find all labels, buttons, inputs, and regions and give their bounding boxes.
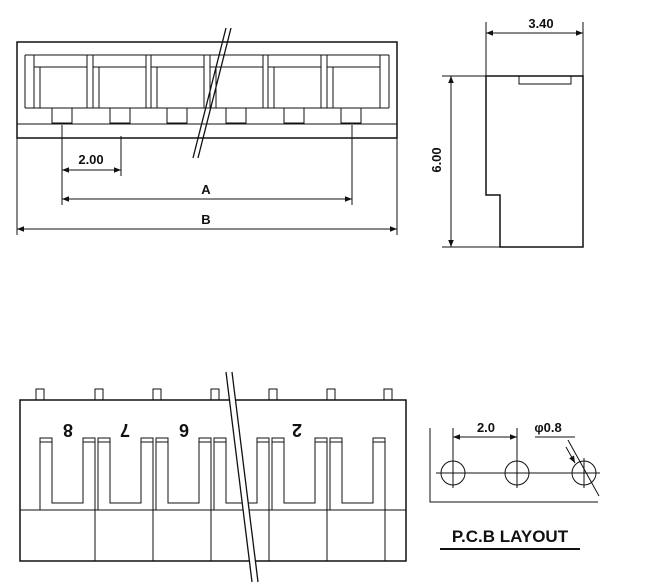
pin-number-2: 2 [292, 420, 302, 440]
dim-pitch: 2.00 [61, 125, 122, 205]
pcb-pitch-dim: 2.0 [452, 420, 518, 458]
dim-pitch-label: 2.00 [78, 152, 103, 167]
side-view: 3.40 6.00 [429, 16, 584, 248]
top-cavities [33, 54, 381, 124]
dim-height: 6.00 [429, 75, 500, 248]
dim-height-label: 6.00 [429, 147, 444, 172]
pin-number-7: 7 [120, 420, 130, 440]
pcb-pitch-label: 2.0 [477, 420, 495, 435]
top-break-lines [192, 27, 232, 159]
top-view: 2.00 A B [16, 27, 398, 235]
pcb-board-edge [429, 428, 598, 503]
pcb-layout: 2.0 φ0.8 P.C.B LAYOUT [429, 420, 600, 550]
bottom-housing [19, 399, 407, 562]
bottom-view: 8 7 6 2 [19, 371, 407, 583]
bottom-break-lines [225, 371, 259, 583]
dim-depth: 3.40 [485, 16, 584, 76]
pin-number-6: 6 [179, 420, 189, 440]
pin-number-8: 8 [63, 420, 73, 440]
housing-outline [16, 41, 398, 139]
dim-span-a-label: A [201, 182, 211, 197]
bottom-pin-tabs [35, 388, 393, 401]
dim-overall-b-label: B [201, 212, 210, 227]
dim-overall-b: B [16, 138, 398, 235]
bottom-slots [39, 437, 386, 561]
side-outline [485, 75, 584, 248]
pcb-hole-dim: φ0.8 [534, 420, 600, 497]
dim-span-a: A [62, 125, 353, 205]
pcb-hole-label: φ0.8 [534, 420, 561, 435]
dim-depth-label: 3.40 [528, 16, 553, 31]
pcb-layout-title: P.C.B LAYOUT [452, 527, 569, 546]
